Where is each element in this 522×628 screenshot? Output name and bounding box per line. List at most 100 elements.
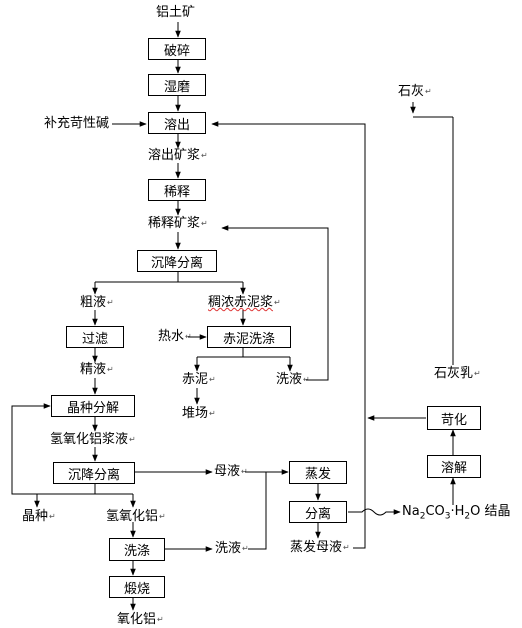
dilute-label: 稀释 — [163, 184, 190, 200]
dissolve-2-box: 溶解 — [427, 455, 481, 478]
stockpile-label: 堆场 — [182, 406, 209, 421]
hot-water-text: 热水↵ — [158, 329, 192, 345]
diluted-slurry-text: 稀释矿浆↵ — [148, 216, 208, 232]
calcine-label: 煅烧 — [123, 581, 150, 597]
dissolved-slurry-text: 溶出矿浆↵ — [148, 148, 208, 164]
crystal-mid: CO — [425, 504, 445, 519]
wet-grind-label: 湿磨 — [163, 79, 190, 95]
crystal-text: Na2CO3·H2O 结晶 — [402, 504, 511, 525]
evaporate-box: 蒸发 — [289, 461, 347, 484]
wash-label: 洗涤 — [123, 544, 150, 559]
crystal-tail: O 结晶 — [470, 504, 511, 519]
mother-liquor-text: 母液↵ — [214, 464, 248, 480]
evaporate-label: 蒸发 — [304, 467, 331, 482]
edit-mark: ↵ — [49, 512, 56, 521]
edit-mark: ↵ — [425, 87, 432, 96]
red-mud-wash-label: 赤泥洗涤 — [222, 331, 275, 347]
crush-label: 破碎 — [163, 43, 190, 59]
alumina-text: 氧化铝↵ — [117, 612, 164, 628]
lime-text: 石灰↵ — [398, 84, 432, 100]
edit-mark: ↵ — [303, 375, 310, 384]
crush-box: 破碎 — [148, 38, 206, 60]
dissolved-slurry-label: 溶出矿浆 — [148, 148, 201, 163]
settle-separate-1-label: 沉降分离 — [150, 255, 203, 271]
lime-milk-label: 石灰乳 — [434, 366, 474, 381]
hydroxide-slurry-label: 氢氧化铝浆液 — [50, 432, 129, 447]
mother-liquor-label: 母液 — [214, 464, 241, 479]
edge-separate-crystal — [348, 508, 401, 516]
dissolve-2-label: 溶解 — [440, 461, 467, 476]
edit-mark: ↵ — [201, 151, 208, 160]
calcine-box: 煅烧 — [109, 576, 165, 598]
hydroxide-slurry-text: 氢氧化铝浆液↵ — [50, 432, 136, 448]
refined-liquor-text: 精液↵ — [80, 362, 114, 378]
wash-liquor-2-text: 洗液↵ — [215, 541, 249, 557]
lime-label: 石灰 — [398, 84, 425, 99]
bauxite-label: 铝土矿 — [156, 5, 196, 20]
lime-milk-text: 石灰乳↵ — [434, 366, 481, 382]
wash-liquor-1-label: 洗液 — [276, 372, 303, 387]
filter-box: 过滤 — [66, 326, 124, 348]
edit-mark: ↵ — [107, 365, 114, 374]
edge-washliquor-recycle — [221, 225, 329, 381]
evap-mother-liquor-text: 蒸发母液↵ — [290, 540, 350, 556]
crystal-sub-2: 3 — [444, 511, 451, 522]
separate-label: 分离 — [304, 506, 331, 522]
seed-decomp-label: 晶种分解 — [66, 400, 119, 416]
add-caustic-label: 补充苛性碱 — [44, 116, 110, 131]
edit-mark: ↵ — [242, 544, 249, 553]
refined-liquor-label: 精液 — [80, 362, 107, 377]
crystal-prefix: Na — [402, 504, 420, 519]
crystal-sub-1: 2 — [419, 511, 426, 522]
dissolve-box: 溶出 — [148, 112, 206, 134]
diluted-slurry-label: 稀释矿浆 — [148, 216, 201, 231]
filter-label: 过滤 — [81, 331, 108, 347]
settle-separate-2-box: 沉降分离 — [53, 462, 135, 484]
dilute-box: 稀释 — [148, 179, 206, 201]
wash-liquor-2-label: 洗液 — [215, 541, 242, 556]
seed-decomp-box: 晶种分解 — [51, 395, 135, 417]
edit-mark: ↵ — [274, 298, 281, 307]
seed-text: 晶种↵ — [22, 509, 56, 525]
edge-washliquor2-merge — [248, 472, 267, 550]
edit-mark: ↵ — [201, 219, 208, 228]
crystal-suffix: ·H — [450, 504, 465, 519]
causticize-label: 苛化 — [440, 412, 467, 428]
stockpile-text: 堆场↵ — [182, 406, 216, 422]
edge-seed-recycle — [11, 403, 51, 495]
aluminum-hydroxide-label: 氢氧化铝 — [106, 509, 159, 524]
edit-mark: ↵ — [159, 512, 166, 521]
edit-mark: ↵ — [343, 543, 350, 552]
settle-separate-1-box: 沉降分离 — [137, 250, 217, 272]
edit-mark: ↵ — [474, 369, 481, 378]
edge-evapmother-recycle — [211, 121, 366, 549]
thick-red-mud-text: 稠浓赤泥浆↵ — [208, 295, 281, 311]
edit-mark: ↵ — [107, 298, 114, 307]
hot-water-label: 热水 — [158, 329, 185, 344]
edit-mark: ↵ — [209, 375, 216, 384]
wash-box: 洗涤 — [109, 538, 165, 561]
thick-red-mud-label: 稠浓赤泥浆 — [208, 295, 274, 310]
edit-mark: ↵ — [129, 435, 136, 444]
crystal-sub-3: 2 — [464, 511, 471, 522]
red-mud-text: 赤泥↵ — [182, 372, 216, 388]
edit-mark: ↵ — [157, 615, 164, 624]
alumina-label: 氧化铝 — [117, 612, 157, 627]
separate-box: 分离 — [289, 501, 347, 523]
red-mud-label: 赤泥 — [182, 372, 209, 387]
edit-mark: ↵ — [241, 467, 248, 476]
crude-liquor-label: 粗液 — [80, 295, 107, 310]
crude-liquor-text: 粗液↵ — [80, 295, 114, 311]
wet-grind-box: 湿磨 — [148, 74, 206, 96]
evap-mother-liquor-label: 蒸发母液 — [290, 540, 343, 555]
seed-label: 晶种 — [22, 509, 49, 524]
bauxite-text: 铝土矿 — [156, 5, 195, 21]
aluminum-hydroxide-text: 氢氧化铝↵ — [106, 509, 166, 525]
dissolve-label: 溶出 — [163, 117, 190, 133]
causticize-box: 苛化 — [427, 406, 481, 430]
wash-liquor-1-text: 洗液↵ — [276, 372, 310, 388]
settle-separate-2-label: 沉降分离 — [67, 467, 120, 483]
edit-mark: ↵ — [209, 409, 216, 418]
